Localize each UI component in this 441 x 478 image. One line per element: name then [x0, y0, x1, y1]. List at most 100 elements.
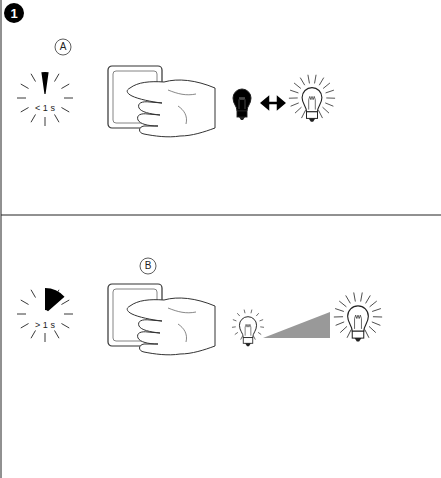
timer-tick: [64, 98, 73, 99]
lit-bulb: [289, 75, 335, 122]
bulb-filament: [355, 315, 362, 329]
timer-tick: [61, 324, 69, 329]
light-ray: [237, 313, 240, 316]
timer-tick: [21, 84, 29, 89]
callout-badge: [4, 3, 24, 23]
bulb-tip: [309, 118, 316, 121]
bulb-tip: [355, 338, 362, 341]
light-ray: [244, 310, 246, 314]
timer-tick: [31, 74, 36, 82]
light-ray: [361, 292, 363, 301]
timer-tick: [61, 84, 69, 89]
hand-detail: [168, 308, 196, 342]
callout-letter: A: [60, 42, 67, 52]
light-ray: [365, 330, 369, 338]
light-ray: [319, 78, 323, 86]
light-ray: [323, 107, 329, 113]
bulb-glass: [302, 88, 322, 112]
callout-circle: [55, 39, 71, 55]
light-ray: [373, 316, 382, 317]
light-ray: [308, 75, 310, 84]
dimming-ramp: [263, 312, 330, 338]
light-ray: [256, 313, 259, 316]
dark-bulb: [233, 89, 251, 120]
timer-tick: [64, 314, 73, 315]
bulb-base: [307, 112, 318, 119]
bulb-filament: [309, 96, 316, 109]
timer-tick: [61, 300, 69, 305]
bulb-base: [352, 331, 364, 338]
lit-bulb: [334, 292, 382, 341]
light-ray: [315, 75, 317, 84]
switch-hand: [108, 66, 215, 137]
timer-symbol: [17, 72, 73, 126]
divider-line: [1, 215, 441, 216]
light-ray: [254, 336, 256, 339]
light-ray: [346, 295, 351, 303]
light-ray: [326, 97, 335, 98]
light-ray: [369, 326, 376, 332]
timer-tick: [21, 324, 29, 329]
bulb-glass: [239, 317, 256, 338]
timer-tick: [21, 108, 29, 113]
timer-wedge: [45, 288, 65, 311]
bulb-tip: [239, 117, 245, 120]
light-ray: [302, 110, 306, 118]
light-ray: [339, 301, 346, 307]
light-ray: [372, 322, 381, 325]
light-ray: [325, 103, 333, 106]
hand-outline: [127, 80, 215, 137]
hand-outline: [127, 298, 215, 355]
light-ray: [354, 292, 356, 301]
timer-tick: [31, 290, 36, 298]
light-ray: [347, 330, 351, 338]
bulb-filament: [245, 324, 251, 335]
step-number: 1: [10, 7, 17, 20]
light-ray: [318, 110, 322, 118]
timer-tick: [17, 314, 26, 315]
light-ray: [291, 103, 299, 106]
timer-symbol: [17, 288, 73, 342]
frame-line: [1, 0, 2, 478]
light-ray: [366, 295, 371, 303]
light-ray: [232, 326, 236, 327]
light-ray: [326, 90, 334, 93]
callout-letter: B: [145, 261, 152, 271]
timer-tick: [61, 108, 69, 113]
timer-tick: [55, 330, 60, 338]
light-ray: [289, 97, 298, 98]
light-ray: [260, 326, 264, 327]
timer-tick: [45, 117, 46, 126]
bulb-glass: [233, 89, 251, 111]
light-ray: [370, 301, 377, 307]
light-ray: [290, 90, 298, 93]
light-ray: [372, 309, 381, 312]
callout-circle: [140, 258, 156, 274]
bulb-filament: [239, 97, 245, 109]
light-ray: [235, 332, 238, 334]
light-ray: [300, 78, 304, 86]
light-ray: [340, 326, 347, 332]
duration-label: > 1 s: [35, 321, 55, 330]
light-ray: [233, 320, 237, 321]
lit-bulb: [232, 310, 264, 347]
light-ray: [336, 322, 345, 325]
timer-tick: [45, 333, 46, 342]
timer-tick: [31, 330, 36, 338]
timer-tick: [17, 98, 26, 99]
light-ray: [295, 107, 301, 113]
timer-wedge: [41, 72, 48, 94]
bulb-base: [237, 111, 247, 117]
light-ray: [334, 316, 343, 317]
timer-tick: [55, 114, 60, 122]
light-ray: [260, 320, 264, 321]
switch-hand: [108, 284, 215, 355]
light-ray: [335, 309, 344, 312]
light-ray: [241, 336, 243, 339]
light-ray: [294, 83, 301, 89]
timer-tick: [55, 74, 60, 82]
bulb-tip: [245, 343, 251, 346]
light-ray: [250, 310, 252, 314]
